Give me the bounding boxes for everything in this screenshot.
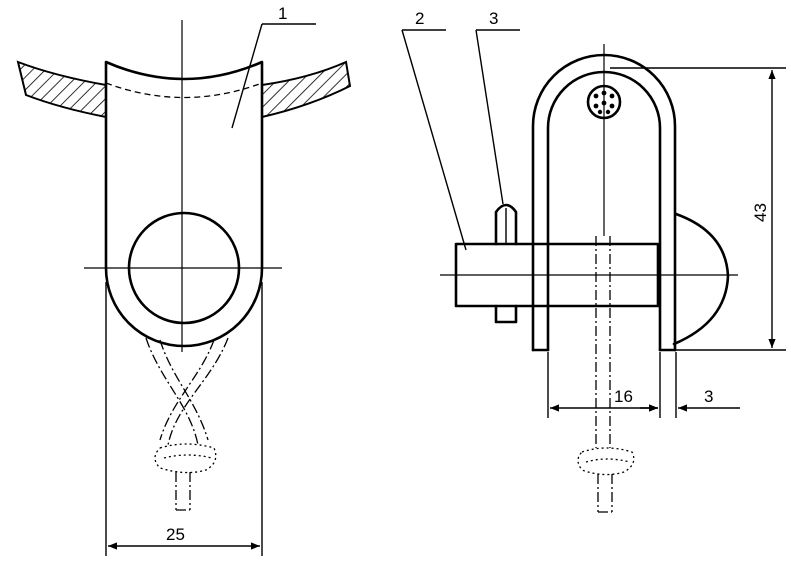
hidden-edge [105, 82, 263, 99]
leader-1 [231, 23, 263, 129]
rope-strand-right-inner [159, 339, 215, 441]
rope-strand-left [145, 337, 199, 446]
label-part-2: 2 [415, 9, 424, 28]
dim-width-left: 25 [166, 525, 185, 544]
rope-right-knot [577, 447, 635, 476]
cotter-pin-bottom [494, 304, 518, 324]
bracket-body [104, 60, 264, 348]
label-part-3: 3 [489, 9, 498, 28]
leader-2 [401, 29, 467, 251]
leader-3 [475, 29, 504, 205]
dome-cap [672, 212, 730, 346]
right-wall-hatch [261, 60, 352, 119]
dim-height-right: 43 [751, 203, 770, 222]
rope-knot [154, 443, 217, 474]
cotter-pin [494, 203, 518, 246]
rope-end [175, 472, 191, 511]
left-view: 25 1 [16, 4, 352, 556]
rope-strand-right [167, 337, 229, 446]
rope-strand-left-inner [159, 339, 209, 441]
dim-width-right: 16 [614, 387, 633, 406]
left-wall-hatch [16, 60, 107, 119]
right-view: 43 16 3 2 3 [401, 9, 786, 513]
dim-offset-right: 3 [704, 387, 713, 406]
rope-section-dots [593, 90, 615, 115]
label-part-1: 1 [278, 4, 287, 23]
rope-right-end [597, 474, 613, 513]
